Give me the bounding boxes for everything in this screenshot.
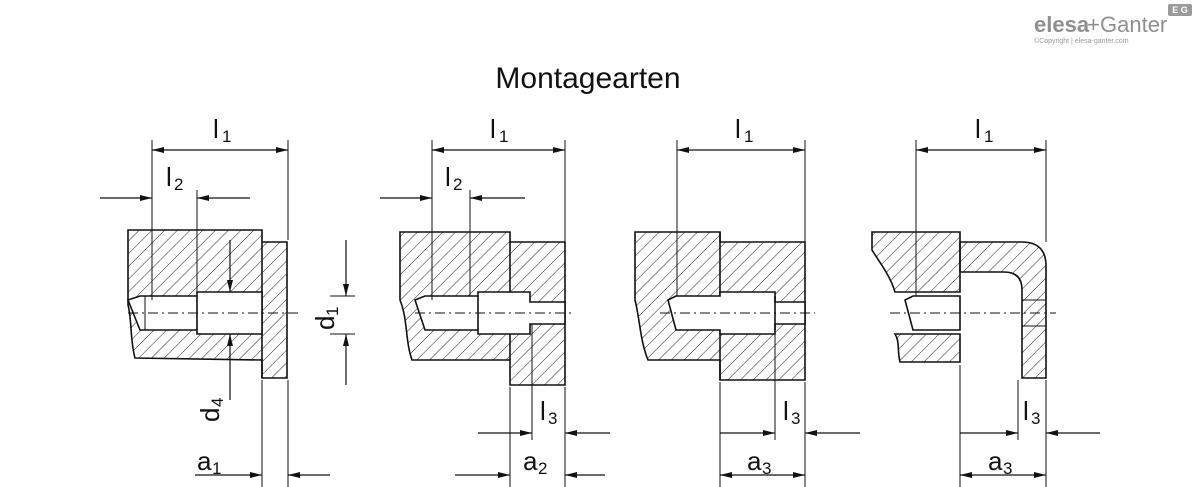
dim-l3-view4: l [1023, 396, 1029, 426]
view-3-labels: l 1 l 3 a 3 [735, 114, 800, 478]
dim-d1-sub: 1 [323, 307, 342, 316]
dim-d4: d [195, 408, 225, 422]
dim-a2-sub: 2 [538, 459, 547, 478]
dim-l1-view4-sub: 1 [984, 127, 993, 146]
dim-l2-view2: l [445, 162, 451, 192]
dim-a2: a [523, 446, 538, 476]
angle-bracket [959, 241, 1047, 379]
view-4-labels: l 1 l 3 a 3 [975, 114, 1040, 478]
dim-l2-view1: l [166, 162, 172, 192]
dim-l3-view4-sub: 3 [1031, 409, 1040, 428]
mounting-view-4 [871, 140, 1100, 487]
dim-d4-sub: 4 [208, 398, 227, 407]
logo-badge: E G [1172, 5, 1188, 15]
view-1-labels: l 1 l 2 a 1 d 1 d 4 [166, 114, 342, 478]
dim-l3-view2-sub: 3 [548, 409, 557, 428]
logo-badge-icon [1168, 4, 1192, 16]
dim-l2-view1-sub: 2 [174, 175, 183, 194]
brand-logo: elesa + Ganter E G ©Copyright | elesa-ga… [1034, 4, 1192, 45]
dim-d1: d [310, 316, 340, 330]
housing-lower [893, 333, 961, 363]
view-2-labels: l 1 l 2 l 3 a 2 [445, 114, 557, 478]
dim-l3-view2: l [540, 396, 546, 426]
dim-a3-view4-sub: 3 [1003, 459, 1012, 478]
dim-l1-view2: l [490, 114, 496, 144]
dim-l1-view3: l [735, 114, 741, 144]
dim-l1-view1-sub: 1 [222, 127, 231, 146]
dim-a3-view4: a [988, 446, 1003, 476]
dim-l3-view3-sub: 3 [791, 409, 800, 428]
dim-l2-view2-sub: 2 [453, 175, 462, 194]
dim-a1: a [197, 446, 212, 476]
dim-a3-view3-sub: 3 [762, 459, 771, 478]
logo-brand-plus: + [1087, 12, 1100, 37]
dim-l1-view4: l [975, 114, 981, 144]
mounting-view-3 [634, 140, 860, 487]
logo-brand-right: Ganter [1100, 12, 1167, 37]
mounting-view-1 [100, 140, 355, 487]
dim-l1-view1: l [213, 114, 219, 144]
logo-brand-left: elesa [1034, 12, 1090, 37]
dim-l3-view3: l [783, 396, 789, 426]
logo-copyright: ©Copyright | elesa-ganter.com [1034, 37, 1129, 45]
dim-a1-sub: 1 [212, 459, 221, 478]
mounting-view-2 [380, 140, 610, 487]
dim-l1-view3-sub: 1 [744, 127, 753, 146]
page-title: Montagearten [495, 62, 680, 95]
dim-a3-view3: a [747, 446, 762, 476]
dim-l1-view2-sub: 1 [499, 127, 508, 146]
